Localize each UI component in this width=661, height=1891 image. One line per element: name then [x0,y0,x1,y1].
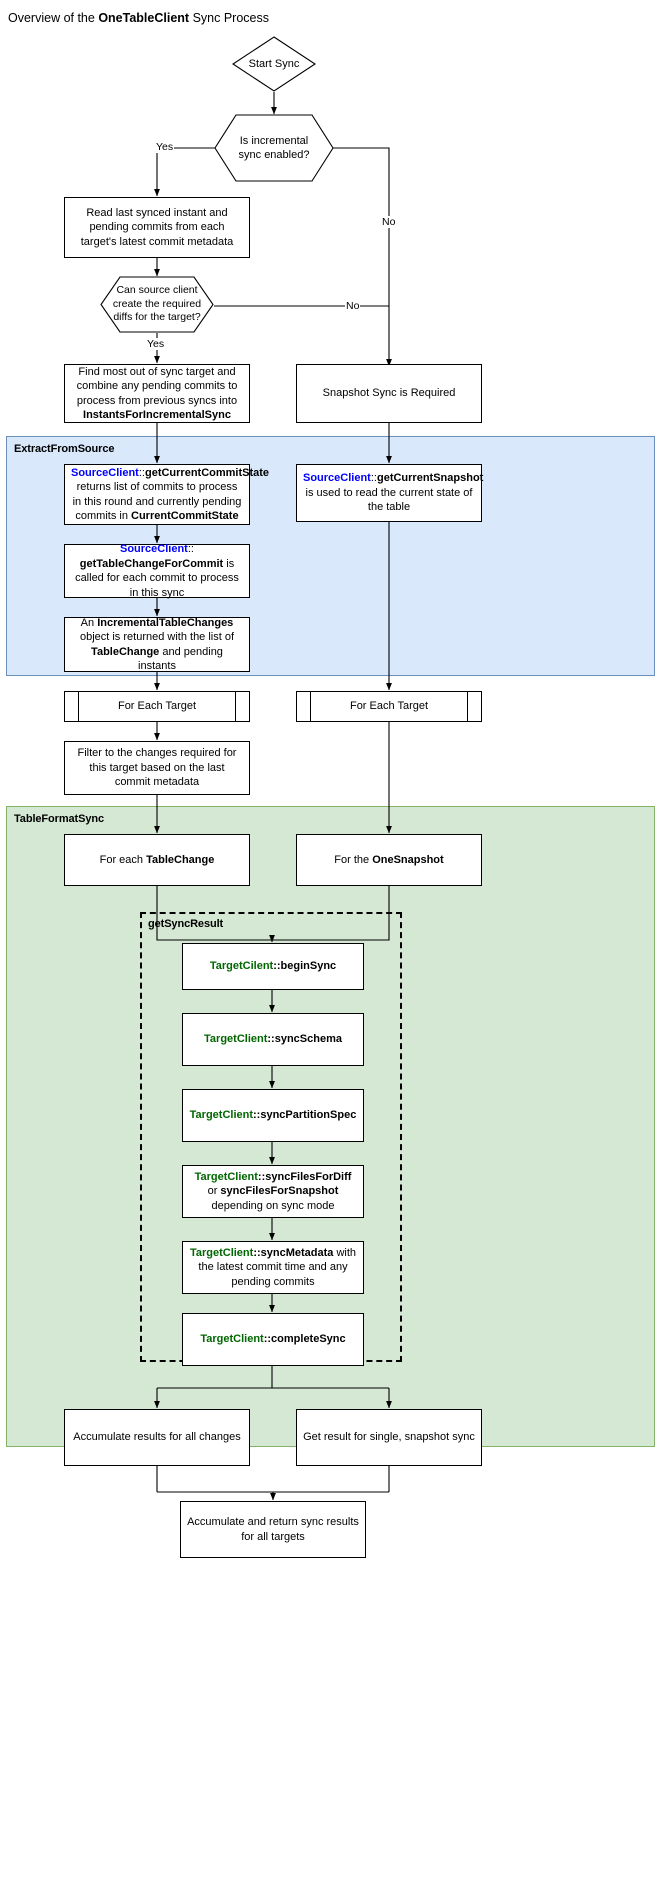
lane-extract-from-source-label: ExtractFromSource [14,443,115,455]
title-prefix: Overview of the [8,11,99,25]
node-sync-files-method: syncFilesForDiff [265,1170,352,1183]
node-find-out-of-sync-target-bold: InstantsForIncrementalSync [83,409,231,421]
node-get-result-single: Get result for single, snapshot sync [296,1409,482,1466]
node-get-table-change-body: is called for each commit to process in … [75,557,239,599]
node-accumulate-and-return-label: Accumulate and return sync results for a… [187,1516,359,1543]
hexagon-shape [100,276,214,333]
node-get-current-commit-state-tail: CurrentCommitState [131,510,239,522]
node-filter-changes: Filter to the changes required for this … [64,741,250,795]
node-accumulate-results-label: Accumulate results for all changes [73,1431,241,1444]
node-sync-schema-sep: :: [267,1033,275,1046]
edge-label-incremental-no: No [381,216,397,228]
node-complete-sync-sep: :: [263,1333,272,1346]
title-emphasis: OneTableClient [98,11,190,25]
node-sync-metadata-post: with the latest commit time and any pend… [198,1246,357,1288]
node-get-current-snapshot: SourceClient::getCurrentSnapshot is used… [296,464,484,522]
node-complete-sync: TargetClient::completeSync [182,1313,364,1366]
node-for-each-target-left: For Each Target [64,691,250,722]
node-sync-files-method2: syncFilesForSnapshot [220,1185,339,1198]
node-sync-files-post: depending on sync mode [211,1199,335,1212]
node-get-table-change-client: SourceClient [120,543,188,555]
node-complete-sync-method: completeSync [271,1333,346,1346]
node-sync-schema-client: TargetClient [204,1033,268,1046]
lane-get-sync-result-label: getSyncResult [148,918,224,930]
node-filter-changes-label: Filter to the changes required for this … [77,747,237,789]
node-incremental-table-changes-post: and pending instants [138,645,223,673]
node-incremental-table-changes-bold2: TableChange [91,645,160,658]
node-find-out-of-sync-target: Find most out of sync target and combine… [64,364,250,423]
node-get-table-change-method: getTableChangeForCommit [79,557,224,570]
node-get-result-single-label: Get result for single, snapshot sync [303,1431,475,1444]
node-get-table-change-sep: :: [187,543,194,555]
node-get-current-snapshot-client: SourceClient [303,472,371,485]
node-sync-metadata-sep: :: [253,1246,261,1259]
node-complete-sync-client: TargetClient [200,1333,264,1346]
node-get-current-commit-state-method: getCurrentCommitState [144,466,270,479]
node-read-last-synced-label: Read last synced instant and pending com… [80,206,234,248]
node-accumulate-and-return: Accumulate and return sync results for a… [180,1501,366,1558]
node-find-out-of-sync-target-text: Find most out of sync target and combine… [76,365,238,407]
node-sync-partition-spec: TargetClient::syncPartitionSpec [182,1089,364,1142]
node-begin-sync: TargetCilent::beginSync [182,943,364,990]
edge-label-diffs-no: No [345,300,361,312]
node-sync-metadata-method: syncMetadata [260,1246,334,1259]
node-for-each-table-change-bold: TableChange [146,853,215,866]
node-for-the-one-snapshot-bold: OneSnapshot [372,853,444,866]
node-incremental-table-changes-pre: An [80,616,98,629]
node-get-current-snapshot-method: getCurrentSnapshot [376,472,484,485]
node-sync-metadata: TargetClient::syncMetadata with the late… [182,1241,364,1294]
diamond-shape [232,36,316,92]
node-get-current-commit-state-sep: :: [138,466,145,479]
node-for-each-target-right-label: For Each Target [349,700,429,713]
node-get-current-commit-state-body: returns list of commits to process in th… [72,481,242,522]
node-begin-sync-method: beginSync [280,960,337,973]
node-read-last-synced: Read last synced instant and pending com… [64,197,250,258]
node-incremental-sync-decision-label: Is incremental sync enabled? [238,134,310,162]
node-incremental-table-changes-mid: object is returned with the list of [79,631,235,643]
node-get-current-snapshot-body: is used to read the current state of the… [305,486,473,514]
node-sync-partition-spec-method: syncPartitionSpec [260,1109,357,1122]
node-incremental-table-changes-bold1: IncrementalTableChanges [97,616,234,629]
node-incremental-sync-decision: Is incremental sync enabled? [214,114,334,182]
node-sync-metadata-client: TargetClient [189,1246,254,1259]
node-for-each-target-right: For Each Target [296,691,482,722]
edge-label-incremental-yes: Yes [155,141,175,153]
node-can-create-diffs-decision-label: Can source client create the required di… [112,284,202,324]
node-get-table-change-for-commit: SourceClient:: getTableChangeForCommit i… [64,543,250,599]
node-get-current-commit-state-client: SourceClient [71,466,139,479]
node-incremental-table-changes: An IncrementalTableChanges object is ret… [64,617,250,672]
node-for-each-target-left-label: For Each Target [117,700,197,713]
node-accumulate-results: Accumulate results for all changes [64,1409,250,1466]
node-start-sync-label: Start Sync [248,58,300,70]
node-for-the-one-snapshot-pre: For the [334,853,373,866]
node-sync-partition-spec-sep: :: [253,1109,261,1122]
node-for-each-table-change-pre: For each [99,853,147,866]
hexagon-shape [214,114,334,182]
node-can-create-diffs-decision: Can source client create the required di… [100,276,214,333]
node-snapshot-sync-required-label: Snapshot Sync is Required [322,387,456,400]
node-for-the-one-snapshot: For the OneSnapshot [296,834,482,886]
node-begin-sync-sep: :: [273,960,281,973]
page-title: Overview of the OneTableClient Sync Proc… [8,10,269,26]
node-begin-sync-client: TargetCilent [209,960,274,973]
node-snapshot-sync-required: Snapshot Sync is Required [296,364,482,423]
node-for-each-table-change: For each TableChange [64,834,250,886]
node-get-current-commit-state: SourceClient::getCurrentCommitState retu… [64,464,269,525]
node-sync-schema-method: syncSchema [274,1033,342,1046]
edge-label-diffs-yes: Yes [146,338,166,350]
node-sync-schema: TargetClient::syncSchema [182,1013,364,1066]
node-sync-files: TargetClient::syncFilesForDiff or syncFi… [182,1165,364,1218]
node-sync-files-sep: :: [257,1170,266,1183]
node-sync-files-client: TargetClient [194,1170,258,1183]
title-suffix: Sync Process [189,11,269,25]
node-sync-files-mid: or [207,1185,221,1198]
lane-table-format-sync-label: TableFormatSync [14,813,104,825]
node-get-current-snapshot-sep: :: [370,472,377,485]
node-start-sync: Start Sync [232,36,316,92]
node-sync-partition-spec-client: TargetClient [189,1109,254,1122]
